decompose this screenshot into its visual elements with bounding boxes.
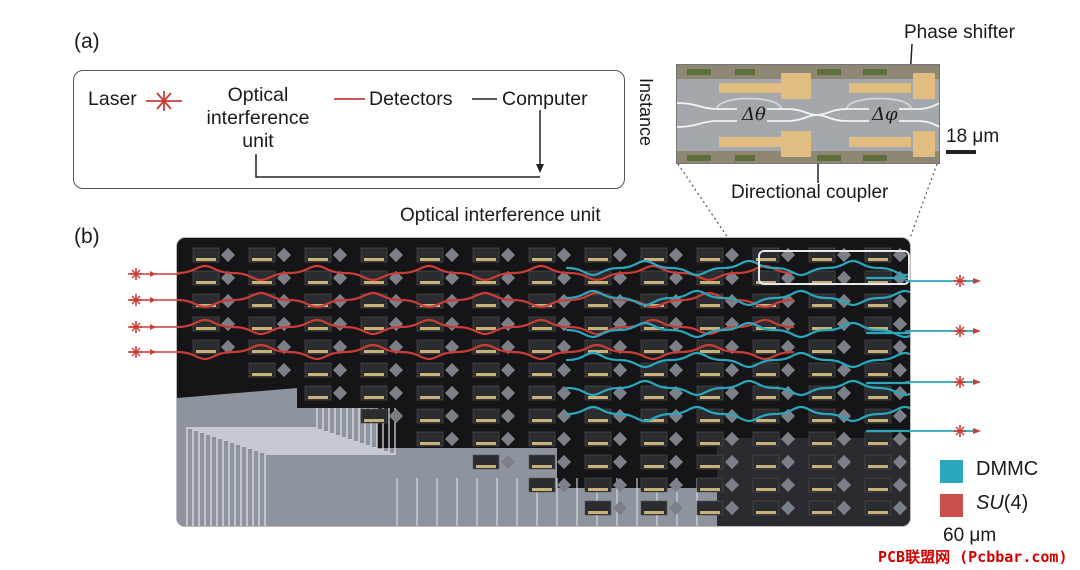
legend-swatch-dmmc [940, 460, 963, 483]
flow-connectors [255, 98, 544, 178]
detectors-label: Detectors [369, 88, 453, 110]
inset-scale-bar [946, 150, 976, 154]
zoom-guides [677, 163, 938, 239]
optical-line-2: interference [206, 107, 310, 129]
feedback-arrowhead [536, 164, 544, 173]
mzi-inset-micrograph [676, 64, 940, 164]
inset-scale-label: 18 μm [946, 126, 1000, 147]
delta-phi-label: Δφ [872, 104, 898, 125]
panel-b-label: (b) [74, 225, 100, 248]
directional-coupler-label: Directional coupler [731, 182, 889, 203]
optical-line-1: Optical [227, 84, 289, 106]
flow-box [73, 70, 625, 189]
mzi-highlight-box [758, 250, 910, 285]
input-ports [128, 268, 180, 358]
computer-label: Computer [502, 88, 588, 110]
optical-line-3: unit [242, 130, 274, 152]
chip-micrograph [176, 237, 911, 527]
legend-label-su4: SU(4) [976, 492, 1028, 515]
chip-scale-label: 60 μm [943, 525, 997, 546]
chip-title: Optical interference unit [400, 205, 601, 226]
optical-unit-label: Optical interference unit [188, 84, 328, 153]
instance-label: Instance [636, 78, 656, 147]
delta-theta-label: Δθ [742, 104, 766, 125]
watermark: PCB联盟网 (Pcbbar.com) [878, 548, 1068, 566]
output-ports [905, 275, 981, 437]
legend-swatch-su4 [940, 494, 963, 517]
feedback-line [255, 154, 540, 178]
legend-su-italic: SU [976, 492, 1004, 514]
laser-star-icon [146, 91, 182, 111]
legend-label-dmmc: DMMC [976, 458, 1039, 480]
phase-shifter-label: Phase shifter [904, 22, 1015, 43]
panel-a-label: (a) [74, 30, 100, 53]
laser-label: Laser [88, 88, 137, 110]
legend-su-rest: (4) [1003, 492, 1029, 514]
